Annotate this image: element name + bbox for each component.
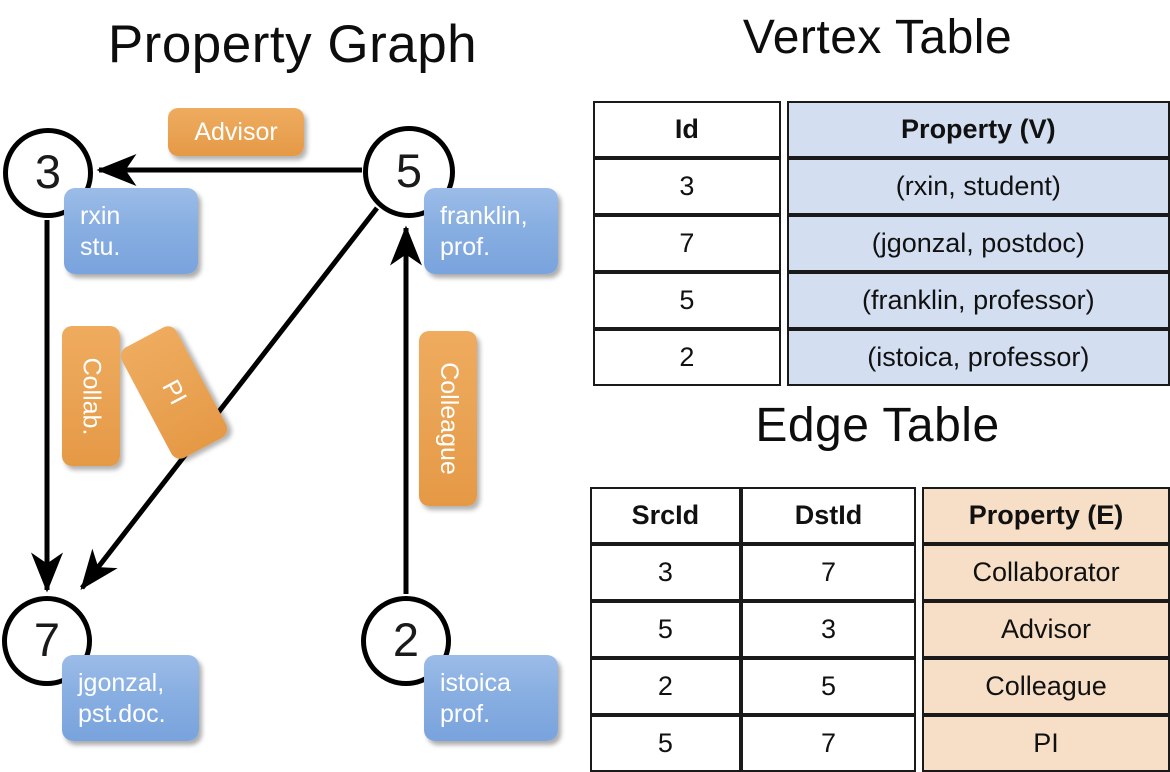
edge-label-collab: Collab. xyxy=(62,326,120,466)
table-row[interactable]: 3 (rxin, student) xyxy=(593,158,1170,215)
edge-table-header-srcid: SrcId xyxy=(590,487,741,544)
table-row[interactable]: 5 (franklin, professor) xyxy=(593,272,1170,329)
table-row[interactable]: 2 5 Colleague xyxy=(590,658,1170,715)
edge-label-collab-text: Collab. xyxy=(77,357,106,435)
edge-row-2-dst: 5 xyxy=(740,658,917,715)
vertex-table-column-gap xyxy=(780,101,787,158)
edge-row-3-src: 5 xyxy=(590,715,741,772)
edge-row-2-property: Colleague xyxy=(922,658,1170,715)
vertex-row-0-property: (rxin, student) xyxy=(786,158,1170,215)
vertex-table-column-gap xyxy=(780,215,787,272)
page-title-edge-table: Edge Table xyxy=(755,399,1000,452)
edge-row-1-dst: 3 xyxy=(740,601,917,658)
table-row[interactable]: 3 7 Collaborator xyxy=(590,544,1170,601)
edge-table-column-gap xyxy=(916,601,923,658)
edge-5-to-7 xyxy=(80,206,379,590)
vertex-table-header-property: Property (V) xyxy=(786,101,1170,158)
vertex-property-box-2: istoica prof. xyxy=(424,655,558,741)
graph-node-2-label: 2 xyxy=(392,612,420,666)
vertex-table-column-gap xyxy=(780,158,787,215)
edge-table-header-property: Property (E) xyxy=(922,487,1170,544)
graph-node-5-label: 5 xyxy=(395,143,423,197)
edge-table: SrcId DstId Property (E) 3 7 Collaborato… xyxy=(590,487,1170,772)
vertex-row-3-property: (istoica, professor) xyxy=(786,329,1170,386)
vertex-property-box-2-name: istoica xyxy=(440,669,511,697)
vertex-property-box-3-role: stu. xyxy=(80,232,121,261)
edge-row-1-src: 5 xyxy=(590,601,741,658)
table-row[interactable]: 7 (jgonzal, postdoc) xyxy=(593,215,1170,272)
edge-row-0-property: Collaborator xyxy=(922,544,1170,601)
edge-label-colleague-text: Colleague xyxy=(434,362,463,475)
vertex-row-1-id: 7 xyxy=(593,215,781,272)
vertex-property-box-3: rxin stu. xyxy=(64,188,198,274)
edge-label-colleague: Colleague xyxy=(419,331,477,506)
vertex-property-box-7-role: pst.doc. xyxy=(78,699,166,728)
property-graph-panel: Property Graph Advisor Collab. PI Collea… xyxy=(0,0,585,760)
graph-node-2[interactable]: 2 xyxy=(361,596,451,686)
vertex-table-column-gap xyxy=(780,272,787,329)
edge-table-column-gap xyxy=(916,715,923,772)
vertex-property-box-5-name: franklin, xyxy=(440,202,528,230)
edge-row-2-src: 2 xyxy=(590,658,741,715)
graph-node-5[interactable]: 5 xyxy=(363,126,455,218)
edge-table-column-gap xyxy=(916,487,923,544)
edge-row-1-property: Advisor xyxy=(922,601,1170,658)
page-title-property-graph: Property Graph xyxy=(107,15,478,74)
table-row[interactable]: 5 7 PI xyxy=(590,715,1170,772)
vertex-table-header-id: Id xyxy=(593,101,781,158)
vertex-row-3-id: 2 xyxy=(593,329,781,386)
vertex-table-header-row: Id Property (V) xyxy=(593,101,1170,158)
vertex-row-1-property: (jgonzal, postdoc) xyxy=(786,215,1170,272)
graph-node-7-label: 7 xyxy=(33,612,61,666)
edge-table-column-gap xyxy=(916,544,923,601)
vertex-property-box-5: franklin, prof. xyxy=(424,188,558,274)
edge-row-0-src: 3 xyxy=(590,544,741,601)
table-row[interactable]: 2 (istoica, professor) xyxy=(593,329,1170,386)
edge-row-0-dst: 7 xyxy=(740,544,917,601)
vertex-table: Id Property (V) 3 (rxin, student) 7 (jgo… xyxy=(593,101,1170,386)
vertex-row-2-id: 5 xyxy=(593,272,781,329)
graph-node-3-label: 3 xyxy=(34,144,62,198)
vertex-property-box-3-name: rxin xyxy=(80,202,121,230)
vertex-property-box-7-name: jgonzal, xyxy=(78,669,165,697)
page-title-vertex-table: Vertex Table xyxy=(742,11,1013,64)
edge-row-3-dst: 7 xyxy=(740,715,917,772)
edge-label-pi-text: PI xyxy=(156,375,193,410)
vertex-row-0-id: 3 xyxy=(593,158,781,215)
edge-table-column-gap xyxy=(916,658,923,715)
edge-label-advisor: Advisor xyxy=(168,108,304,156)
edge-label-advisor-text: Advisor xyxy=(194,117,278,146)
edge-table-header-row: SrcId DstId Property (E) xyxy=(590,487,1170,544)
table-row[interactable]: 5 3 Advisor xyxy=(590,601,1170,658)
vertex-property-box-7: jgonzal, pst.doc. xyxy=(62,655,199,741)
edge-row-3-property: PI xyxy=(922,715,1170,772)
edge-table-header-dstid: DstId xyxy=(740,487,917,544)
vertex-table-column-gap xyxy=(780,329,787,386)
graph-edges-svg xyxy=(31,154,422,594)
vertex-property-box-5-role: prof. xyxy=(440,232,491,261)
vertex-row-2-property: (franklin, professor) xyxy=(786,272,1170,329)
vertex-property-box-2-role: prof. xyxy=(440,699,491,728)
